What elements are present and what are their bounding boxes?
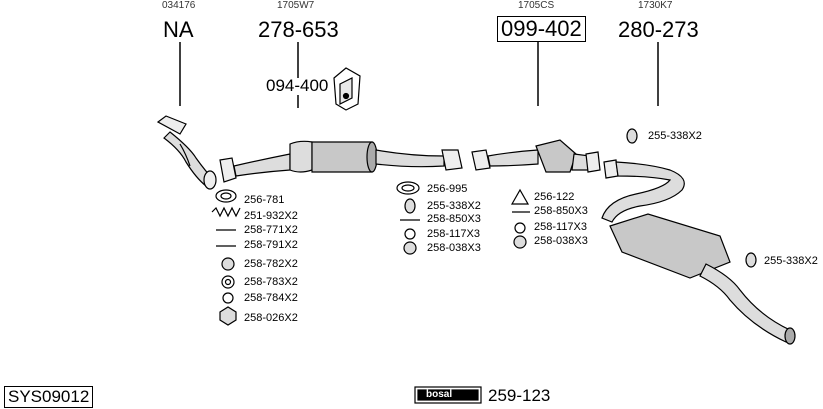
triangle-gasket-icon <box>510 188 530 205</box>
part-number-label: 278-653 <box>258 17 339 42</box>
part-label: 258-791X2 <box>244 239 298 251</box>
catalyst-assembly <box>471 139 601 173</box>
washer-icon <box>514 222 526 234</box>
rear-clamp-icons <box>626 128 757 268</box>
part-number-label: NA <box>163 17 194 42</box>
brand-logo-text: bosal <box>426 389 453 400</box>
part-label: 258-026X2 <box>244 312 298 324</box>
part-label: 255-338X2 <box>427 200 481 212</box>
clamp-icon <box>404 198 416 214</box>
front-downpipe <box>156 115 217 190</box>
middle-part-icons <box>396 181 420 255</box>
hex-nut-icon <box>219 306 237 326</box>
washer-icon <box>404 228 416 240</box>
part-label: 255-338X2 <box>764 255 818 267</box>
spring-icon <box>211 206 241 218</box>
left-part-icons <box>211 189 241 326</box>
nut-icon <box>513 235 527 249</box>
bracket-number: 094-400 <box>266 76 329 95</box>
part-label: 258-850X3 <box>534 205 588 217</box>
column-code: 034176 <box>162 0 196 11</box>
system-id: SYS09012 <box>4 386 94 408</box>
nut-icon <box>221 257 235 271</box>
brand-part-number: 259-123 <box>488 386 551 405</box>
part-label: 255-338X2 <box>648 130 702 142</box>
part-label: 251-932X2 <box>244 210 298 222</box>
part-label: 258-850X3 <box>427 213 481 225</box>
rear-silencer-assembly <box>601 159 796 345</box>
part-label: 258-782X2 <box>244 258 298 270</box>
part-label: 258-784X2 <box>244 292 298 304</box>
part-label: 258-117X3 <box>427 228 481 240</box>
bosal-logo <box>414 386 482 404</box>
column-code: 1705CS <box>518 0 555 11</box>
ring-icon <box>222 292 234 304</box>
part-label: 258-117X3 <box>534 221 588 233</box>
part-label: 256-995 <box>427 183 468 195</box>
column-code: 1705W7 <box>277 0 315 11</box>
part-label: 258-038X3 <box>427 242 481 254</box>
clamp-icon <box>626 128 638 144</box>
part-number-label-boxed: 099-402 <box>497 16 586 42</box>
part-label: 256-122 <box>534 191 575 203</box>
part-label: 258-038X3 <box>534 235 588 247</box>
middle-silencer-assembly <box>219 140 463 183</box>
part-label: 256-781 <box>244 194 285 206</box>
part-number-label: 280-273 <box>618 17 699 42</box>
part-label: 258-783X2 <box>244 276 298 288</box>
clamp-icon <box>745 252 757 268</box>
bracket-094-400 <box>333 67 361 111</box>
part-label: 258-771X2 <box>244 224 298 236</box>
column-code: 1730K7 <box>638 0 673 11</box>
cat-part-icons <box>510 188 530 249</box>
nut-icon <box>403 241 417 255</box>
